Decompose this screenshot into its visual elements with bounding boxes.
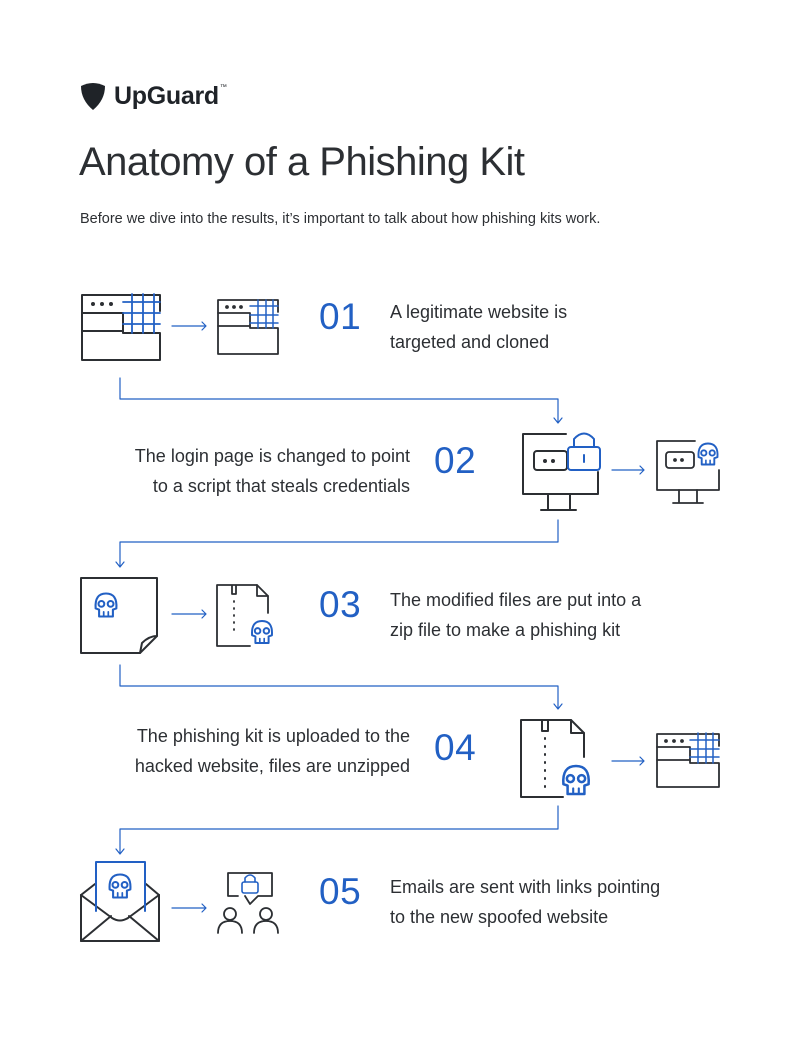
- brand-name: UpGuard: [114, 81, 219, 110]
- step-5-line-1: Emails are sent with links pointing: [390, 877, 661, 897]
- page-title: Anatomy of a Phishing Kit: [79, 140, 525, 184]
- upguard-logo: UpGuard ™: [80, 80, 227, 112]
- step-5-line-2: to the new spoofed website: [390, 907, 609, 927]
- brand-trademark: ™: [219, 83, 227, 91]
- step-2-description: The login page is changed to point to a …: [135, 441, 410, 501]
- intro-text: Before we dive into the results, it’s im…: [80, 211, 601, 227]
- skull-document-icon: [80, 577, 158, 654]
- step-3-line-2: zip file to make a phishing kit: [390, 620, 621, 640]
- guard-pick-icon: [81, 83, 105, 110]
- step-4-number: 04: [434, 727, 477, 768]
- zip-file-skull-icon: [520, 719, 591, 798]
- step-2-number: 02: [434, 440, 477, 481]
- arrow-right-icon: [611, 465, 645, 475]
- arrow-right-icon: [171, 321, 207, 331]
- zip-file-skull-icon: [216, 584, 273, 647]
- step-3-line-1: The modified files are put into a: [390, 590, 642, 610]
- browser-window-icon: [81, 293, 161, 361]
- step-1-number: 01: [319, 296, 362, 337]
- users-lock-chat-icon: [217, 872, 279, 934]
- step-4-line-1: The phishing kit is uploaded to the: [136, 726, 410, 746]
- step-2-line-1: The login page is changed to point: [134, 446, 410, 466]
- monitor-lock-icon: [522, 432, 601, 511]
- cloned-browser-window-icon: [217, 299, 279, 355]
- step-5-number: 05: [319, 871, 362, 912]
- browser-window-icon: [656, 732, 720, 788]
- monitor-skull-icon: [656, 440, 720, 504]
- step-1-line-2: targeted and cloned: [390, 332, 550, 352]
- arrow-right-icon: [171, 903, 207, 913]
- step-4-line-2: hacked website, files are unzipped: [134, 756, 410, 776]
- step-5-description: Emails are sent with links pointing to t…: [390, 872, 660, 932]
- arrow-right-icon: [611, 756, 645, 766]
- step-3-description: The modified files are put into a zip fi…: [390, 585, 641, 645]
- step-1-description: A legitimate website is targeted and clo…: [390, 297, 567, 357]
- arrow-right-icon: [171, 609, 207, 619]
- step-2-line-2: to a script that steals credentials: [152, 476, 410, 496]
- envelope-skull-icon: [80, 861, 160, 942]
- step-1-line-1: A legitimate website is: [390, 302, 568, 322]
- step-4-description: The phishing kit is uploaded to the hack…: [135, 721, 410, 781]
- step-3-number: 03: [319, 584, 362, 625]
